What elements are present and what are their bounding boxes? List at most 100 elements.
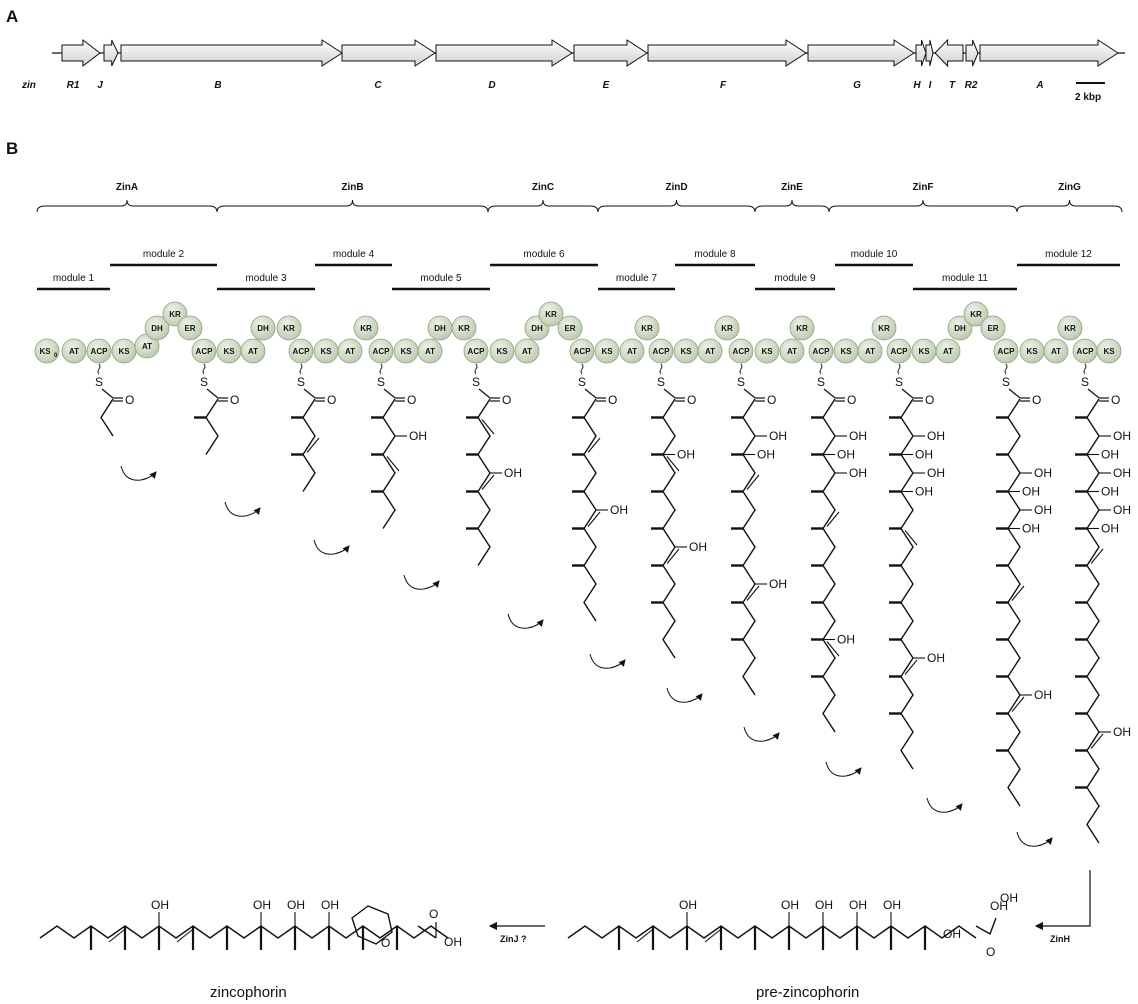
gene-label: R1 xyxy=(67,80,80,91)
sulfur-label: S xyxy=(657,375,665,389)
domain-label: KR xyxy=(878,324,890,333)
carbon-chain xyxy=(302,398,316,492)
gene-arrow xyxy=(807,39,915,67)
thioester-link xyxy=(819,363,823,375)
domain-kr xyxy=(714,315,740,341)
hydroxyl-label: OH xyxy=(1113,503,1131,517)
double-bond xyxy=(587,437,601,453)
hydroxyl-label: OH xyxy=(837,633,855,647)
protein-brace xyxy=(487,199,599,213)
domain-ks0 xyxy=(34,338,60,364)
thioester-link xyxy=(379,363,383,375)
module-label: module 10 xyxy=(851,249,898,260)
carbonyl-o-label: O xyxy=(847,393,856,407)
domain-label: ACP xyxy=(468,347,486,356)
domain-subscript: 0 xyxy=(54,353,58,359)
domain-label: KR xyxy=(458,324,470,333)
panel-a-label: A xyxy=(6,7,18,26)
domain-at xyxy=(240,338,266,364)
domain-label: AT xyxy=(69,347,79,356)
transfer-arrow xyxy=(743,726,780,742)
domain-label: KS xyxy=(761,347,773,356)
hydroxyl-label: OH xyxy=(1101,485,1119,499)
double-bond xyxy=(108,929,125,943)
hydroxyl-label: OH xyxy=(927,651,945,665)
gene-label: J xyxy=(97,80,103,91)
hydroxyl-label: OH xyxy=(504,466,522,480)
hydroxyl-label: OH xyxy=(1113,466,1131,480)
bond xyxy=(303,388,316,399)
hydroxyl-label: OH xyxy=(757,448,775,462)
domain-at xyxy=(697,338,723,364)
bond xyxy=(101,388,114,399)
hydroxyl-label: OH xyxy=(883,898,901,912)
hydroxyl-label: OH xyxy=(943,927,961,941)
domain-ks xyxy=(594,338,620,364)
hydroxyl-label: OH xyxy=(253,898,271,912)
gene-arrow xyxy=(103,39,119,67)
domain-label: KR xyxy=(1064,324,1076,333)
carbonyl-o-label: O xyxy=(687,393,696,407)
carbon-chain xyxy=(662,398,676,659)
hydroxyl-label: OH xyxy=(679,898,697,912)
domain-label: KS xyxy=(118,347,130,356)
carbonyl-o-label: O xyxy=(925,393,934,407)
thioester-link xyxy=(474,363,478,375)
domain-at xyxy=(857,338,883,364)
carbon-chain xyxy=(205,398,219,455)
domain-label: ACP xyxy=(813,347,831,356)
protein-brace xyxy=(1016,199,1123,213)
module-label: module 6 xyxy=(523,249,565,260)
double-bond xyxy=(1090,548,1104,564)
domain-label: DH xyxy=(257,324,269,333)
protein-label: ZinF xyxy=(912,182,933,193)
domain-ks xyxy=(1096,338,1122,364)
hydroxyl-label: OH xyxy=(837,448,855,462)
gene-label: I xyxy=(929,80,932,91)
thioester-link xyxy=(97,363,101,375)
bond xyxy=(743,388,756,399)
domain-label: KS xyxy=(320,347,332,356)
carbonyl-o-label: O xyxy=(502,393,511,407)
ring-o-label: O xyxy=(381,936,390,950)
gene-label: C xyxy=(374,80,382,91)
double-bond xyxy=(386,456,400,472)
protein-brace xyxy=(828,199,1018,213)
carbon-chain xyxy=(583,398,597,622)
hydroxyl-label: OH xyxy=(1101,522,1119,536)
double-bond xyxy=(666,548,680,564)
protein-label: ZinB xyxy=(341,182,363,193)
domain-label: AT xyxy=(1051,347,1061,356)
hydroxyl-label: OH xyxy=(287,898,305,912)
gene-label: B xyxy=(214,80,221,91)
domain-label: AT xyxy=(142,342,152,351)
gene-arrow xyxy=(61,38,101,68)
bond xyxy=(901,388,914,399)
gene-arrow xyxy=(965,39,979,67)
protein-brace xyxy=(36,199,218,213)
domain-acp xyxy=(86,338,112,364)
transfer-arrow xyxy=(589,653,626,669)
domain-label: KS xyxy=(918,347,930,356)
domain-label: KS xyxy=(1026,347,1038,356)
gene-label: E xyxy=(603,80,610,91)
thioester-link xyxy=(1004,363,1008,375)
domain-label: KS xyxy=(1103,347,1115,356)
domain-kr xyxy=(789,315,815,341)
domain-label: KS xyxy=(39,347,51,356)
carbon-chain xyxy=(1007,398,1021,807)
gene-arrow xyxy=(120,39,343,67)
hydroxyl-label: OH xyxy=(1101,448,1119,462)
domain-kr xyxy=(451,315,477,341)
domain-kr xyxy=(538,301,564,327)
domain-label: ACP xyxy=(733,347,751,356)
pyran-ring xyxy=(351,905,393,945)
domain-label: ACP xyxy=(891,347,909,356)
module-label: module 9 xyxy=(774,273,816,284)
sulfur-label: S xyxy=(377,375,385,389)
gene-arrow xyxy=(934,38,964,68)
domain-label: AT xyxy=(248,347,258,356)
carbon-chain xyxy=(100,398,114,437)
